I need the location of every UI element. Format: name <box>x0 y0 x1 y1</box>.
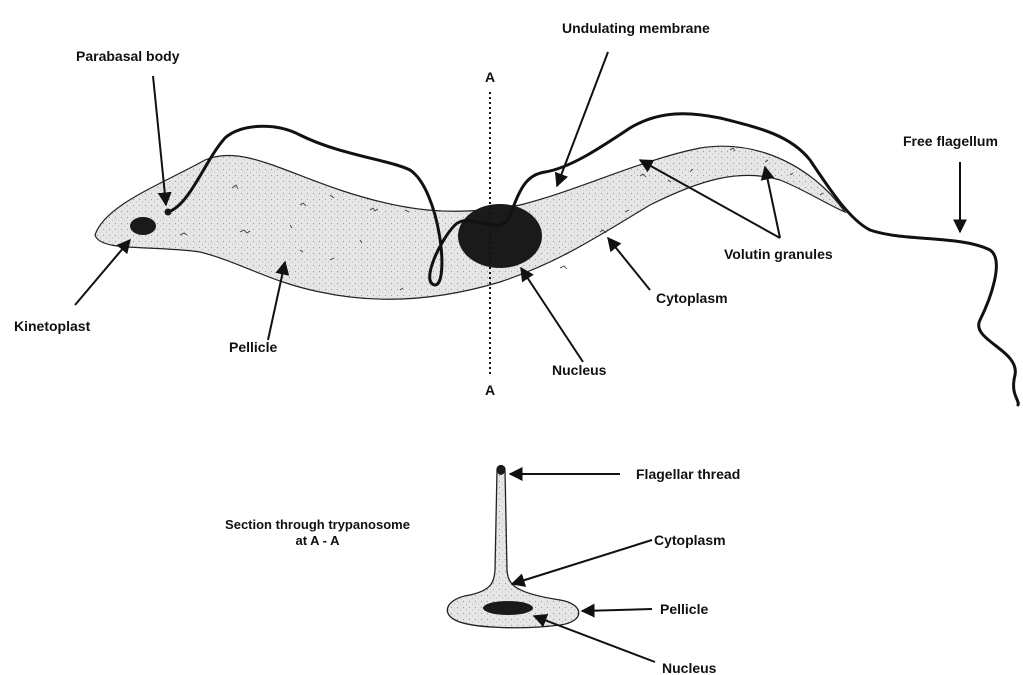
label-parabasal-body: Parabasal body <box>76 48 180 64</box>
kinetoplast-shape <box>130 217 156 235</box>
label-cytoplasm-section: Cytoplasm <box>654 532 726 548</box>
label-section-a-bottom: A <box>485 382 495 398</box>
label-cytoplasm-main: Cytoplasm <box>656 290 728 306</box>
label-undulating-membrane: Undulating membrane <box>562 20 710 36</box>
label-pellicle-main: Pellicle <box>229 339 277 355</box>
label-free-flagellum: Free flagellum <box>903 133 998 149</box>
label-flagellar-thread: Flagellar thread <box>636 466 740 482</box>
flagellar-thread-tip <box>497 465 505 475</box>
label-section-caption-line1: Section through trypanosome <box>185 517 450 533</box>
cross-section <box>447 465 655 662</box>
nucleus-shape <box>458 204 542 268</box>
label-volutin-granules: Volutin granules <box>724 246 833 262</box>
label-pellicle-section: Pellicle <box>660 601 708 617</box>
label-nucleus-main: Nucleus <box>552 362 606 378</box>
label-section-caption-line2: at A - A <box>185 533 450 549</box>
label-nucleus-section: Nucleus <box>662 660 716 675</box>
label-section-a-top: A <box>485 69 495 85</box>
cross-section-nucleus <box>483 601 533 615</box>
label-kinetoplast: Kinetoplast <box>14 318 90 334</box>
